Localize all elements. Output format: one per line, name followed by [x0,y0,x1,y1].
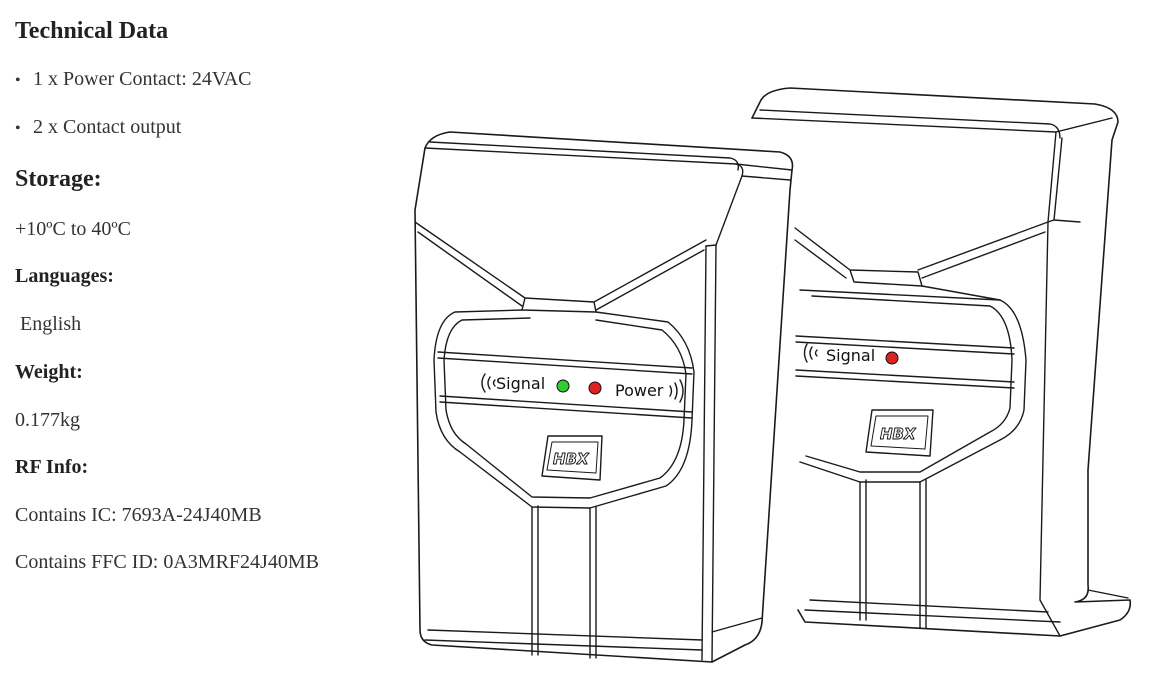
bullet-icon: • [15,120,21,137]
weight-value: 0.177kg [15,409,80,431]
device-back: Signal HBX [751,87,1132,637]
front-power-label: Power [615,381,664,400]
rf-info-heading: RF Info: [15,456,89,478]
hbx-logo-back: HBX [865,409,934,457]
svg-text:HBX: HBX [553,450,590,468]
storage-value: +10ºC to 40ºC [15,218,131,240]
rf-info-ic: Contains IC: 7693A-24J40MB [15,504,262,526]
spec-bullet-power-contact: •1 x Power Contact: 24VAC [15,68,252,90]
svg-text:HBX: HBX [880,425,917,443]
weight-heading: Weight: [15,361,83,383]
front-signal-label: Signal [496,374,545,393]
hbx-logo-front: HBX [541,435,603,481]
bullet-icon: • [15,72,21,89]
languages-heading: Languages: [15,265,114,287]
wifi-icon [481,373,486,393]
front-power-led [588,381,602,395]
storage-heading: Storage: [15,166,102,192]
device-front: Signal Power HBX [414,131,794,663]
rf-info-ffc: Contains FFC ID: 0A3MRF24J40MB [15,551,319,573]
technical-data-heading: Technical Data [15,18,169,44]
wifi-icon [669,385,673,397]
back-signal-label: Signal [826,346,875,365]
languages-value: English [20,313,82,335]
wifi-icon [803,343,808,363]
back-signal-led [885,351,899,365]
front-signal-led [556,379,570,393]
product-illustration: Signal HBX [400,80,1145,680]
spec-bullet-contact-output: •2 x Contact output [15,116,182,138]
